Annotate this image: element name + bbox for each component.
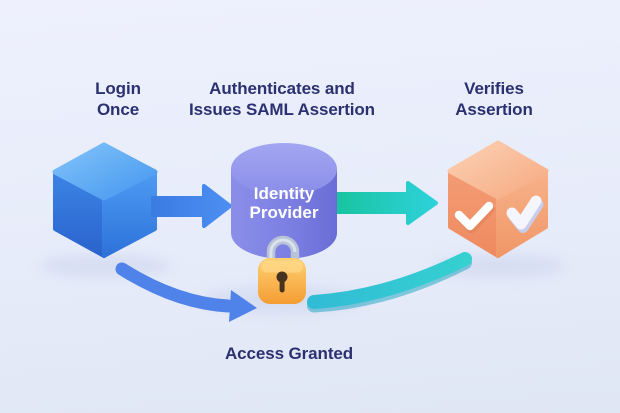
label-line: Login [95,79,141,98]
label-authenticates-issues-saml: Authenticates and Issues SAML Assertion [182,78,382,120]
curved-band-teal-icon [307,252,472,313]
label-line: Authenticates and [209,79,355,98]
label-line: Identity [253,184,315,203]
label-access-granted: Access Granted [224,344,354,363]
label-line: Assertion [455,100,533,119]
label-verifies-assertion: Verifies Assertion [414,78,574,120]
curved-arrow-blue-icon [115,262,257,322]
label-login-once: Login Once [38,78,198,120]
arrow-right-blue-icon [151,184,232,228]
service-provider-cube [447,140,549,258]
label-line: Once [96,100,140,119]
user-cube [52,142,158,258]
identity-provider-label: Identity Provider [231,184,337,222]
label-line: Provider [249,203,319,222]
arrow-right-teal-icon [328,181,438,225]
checkmark-badge-icon [506,195,544,233]
label-line: Verifies [464,79,524,98]
identity-provider-cylinder [231,143,337,259]
padlock-icon [258,235,306,304]
checkmark-icon [454,201,495,234]
label-line: Issues SAML Assertion [189,100,375,119]
